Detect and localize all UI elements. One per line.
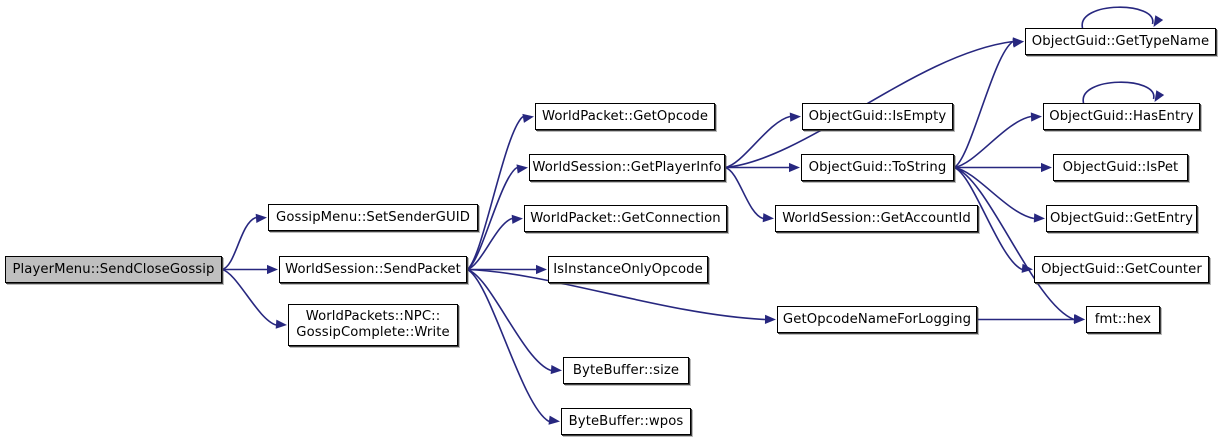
edge-getplayerinfo-getaccountid	[724, 166, 764, 220]
graph-node-getentry[interactable]: ObjectGuid::GetEntry	[1046, 205, 1197, 232]
edge-tostring-gettypename	[953, 40, 1014, 169]
edge-arrowhead	[516, 164, 528, 174]
graph-node-gettypename[interactable]: ObjectGuid::GetTypeName	[1025, 28, 1216, 55]
edge-hasentry-self	[1082, 81, 1155, 104]
graph-node-isinstanceonly[interactable]: IsInstanceOnlyOpcode	[548, 256, 708, 283]
graph-node-hasentry[interactable]: ObjectGuid::HasEntry	[1043, 103, 1200, 130]
edge-arrowhead	[1030, 112, 1042, 122]
edge-tostring-getcounter	[953, 166, 1023, 271]
graph-node-getaccountid[interactable]: WorldSession::GetAccountId	[775, 205, 978, 232]
graph-node-setsenderguid[interactable]: GossipMenu::SetSenderGUID	[268, 204, 478, 231]
edge-arrowhead	[764, 314, 776, 324]
edge-arrowhead	[522, 113, 534, 123]
graph-node-gossipcomplete[interactable]: WorldPackets::NPC:: GossipComplete::Writ…	[288, 304, 458, 346]
edge-arrowhead	[536, 264, 547, 275]
edge-gettypename-self	[1081, 6, 1154, 29]
edge-arrowhead	[255, 213, 267, 223]
edge-arrowhead	[550, 364, 562, 375]
edge-arrowhead	[511, 214, 523, 224]
edge-sendpacket-getopcodename	[466, 268, 766, 321]
graph-node-root[interactable]: PlayerMenu::SendCloseGossip	[5, 256, 222, 283]
edge-arrowhead	[1041, 162, 1052, 173]
graph-node-ispet[interactable]: ObjectGuid::IsPet	[1053, 154, 1188, 181]
graph-node-fmthex[interactable]: fmt::hex	[1086, 306, 1160, 333]
edge-sendpacket-bytebufferwpos	[466, 268, 550, 423]
graph-node-getopcodename[interactable]: GetOpcodeNameForLogging	[777, 306, 977, 333]
edge-sendpacket-bytebuffersize	[466, 268, 552, 372]
graph-node-tostring[interactable]: ObjectGuid::ToString	[801, 154, 954, 181]
graph-node-isempty[interactable]: ObjectGuid::IsEmpty	[802, 103, 953, 130]
graph-node-getcounter[interactable]: ObjectGuid::GetCounter	[1034, 256, 1209, 283]
edge-arrowhead	[1033, 213, 1045, 223]
edge-root-setsenderguid	[221, 216, 257, 271]
edge-arrowhead	[548, 415, 560, 425]
graph-node-bytebuffersize[interactable]: ByteBuffer::size	[563, 357, 689, 384]
edge-sendpacket-getplayerinfo	[466, 166, 518, 271]
edge-arrowhead	[789, 162, 800, 173]
graph-node-getplayerinfo[interactable]: WorldSession::GetPlayerInfo	[529, 154, 725, 181]
edge-arrowhead	[275, 319, 287, 329]
edge-arrowhead	[762, 213, 774, 223]
edge-sendpacket-getconnection	[466, 217, 513, 271]
edge-tostring-fmthex	[953, 166, 1075, 321]
graph-node-sendpacket[interactable]: WorldSession::SendPacket	[279, 256, 467, 283]
edge-arrowhead	[267, 264, 278, 275]
graph-node-getopcode[interactable]: WorldPacket::GetOpcode	[535, 103, 715, 130]
graph-node-getconnection[interactable]: WorldPacket::GetConnection	[524, 205, 727, 232]
edge-getplayerinfo-isempty	[724, 115, 791, 169]
edge-arrowhead	[789, 112, 801, 122]
edge-arrowhead	[1153, 15, 1164, 27]
edge-root-gossipcomplete	[221, 268, 277, 326]
edge-tostring-hasentry	[953, 115, 1032, 169]
edge-tostring-getentry	[953, 166, 1035, 220]
edge-arrowhead	[1154, 90, 1165, 102]
edge-arrowhead	[1012, 38, 1024, 48]
edge-sendpacket-getopcode	[466, 115, 524, 271]
edge-arrowhead	[1074, 314, 1085, 325]
graph-node-bytebufferwpos[interactable]: ByteBuffer::wpos	[561, 408, 691, 435]
